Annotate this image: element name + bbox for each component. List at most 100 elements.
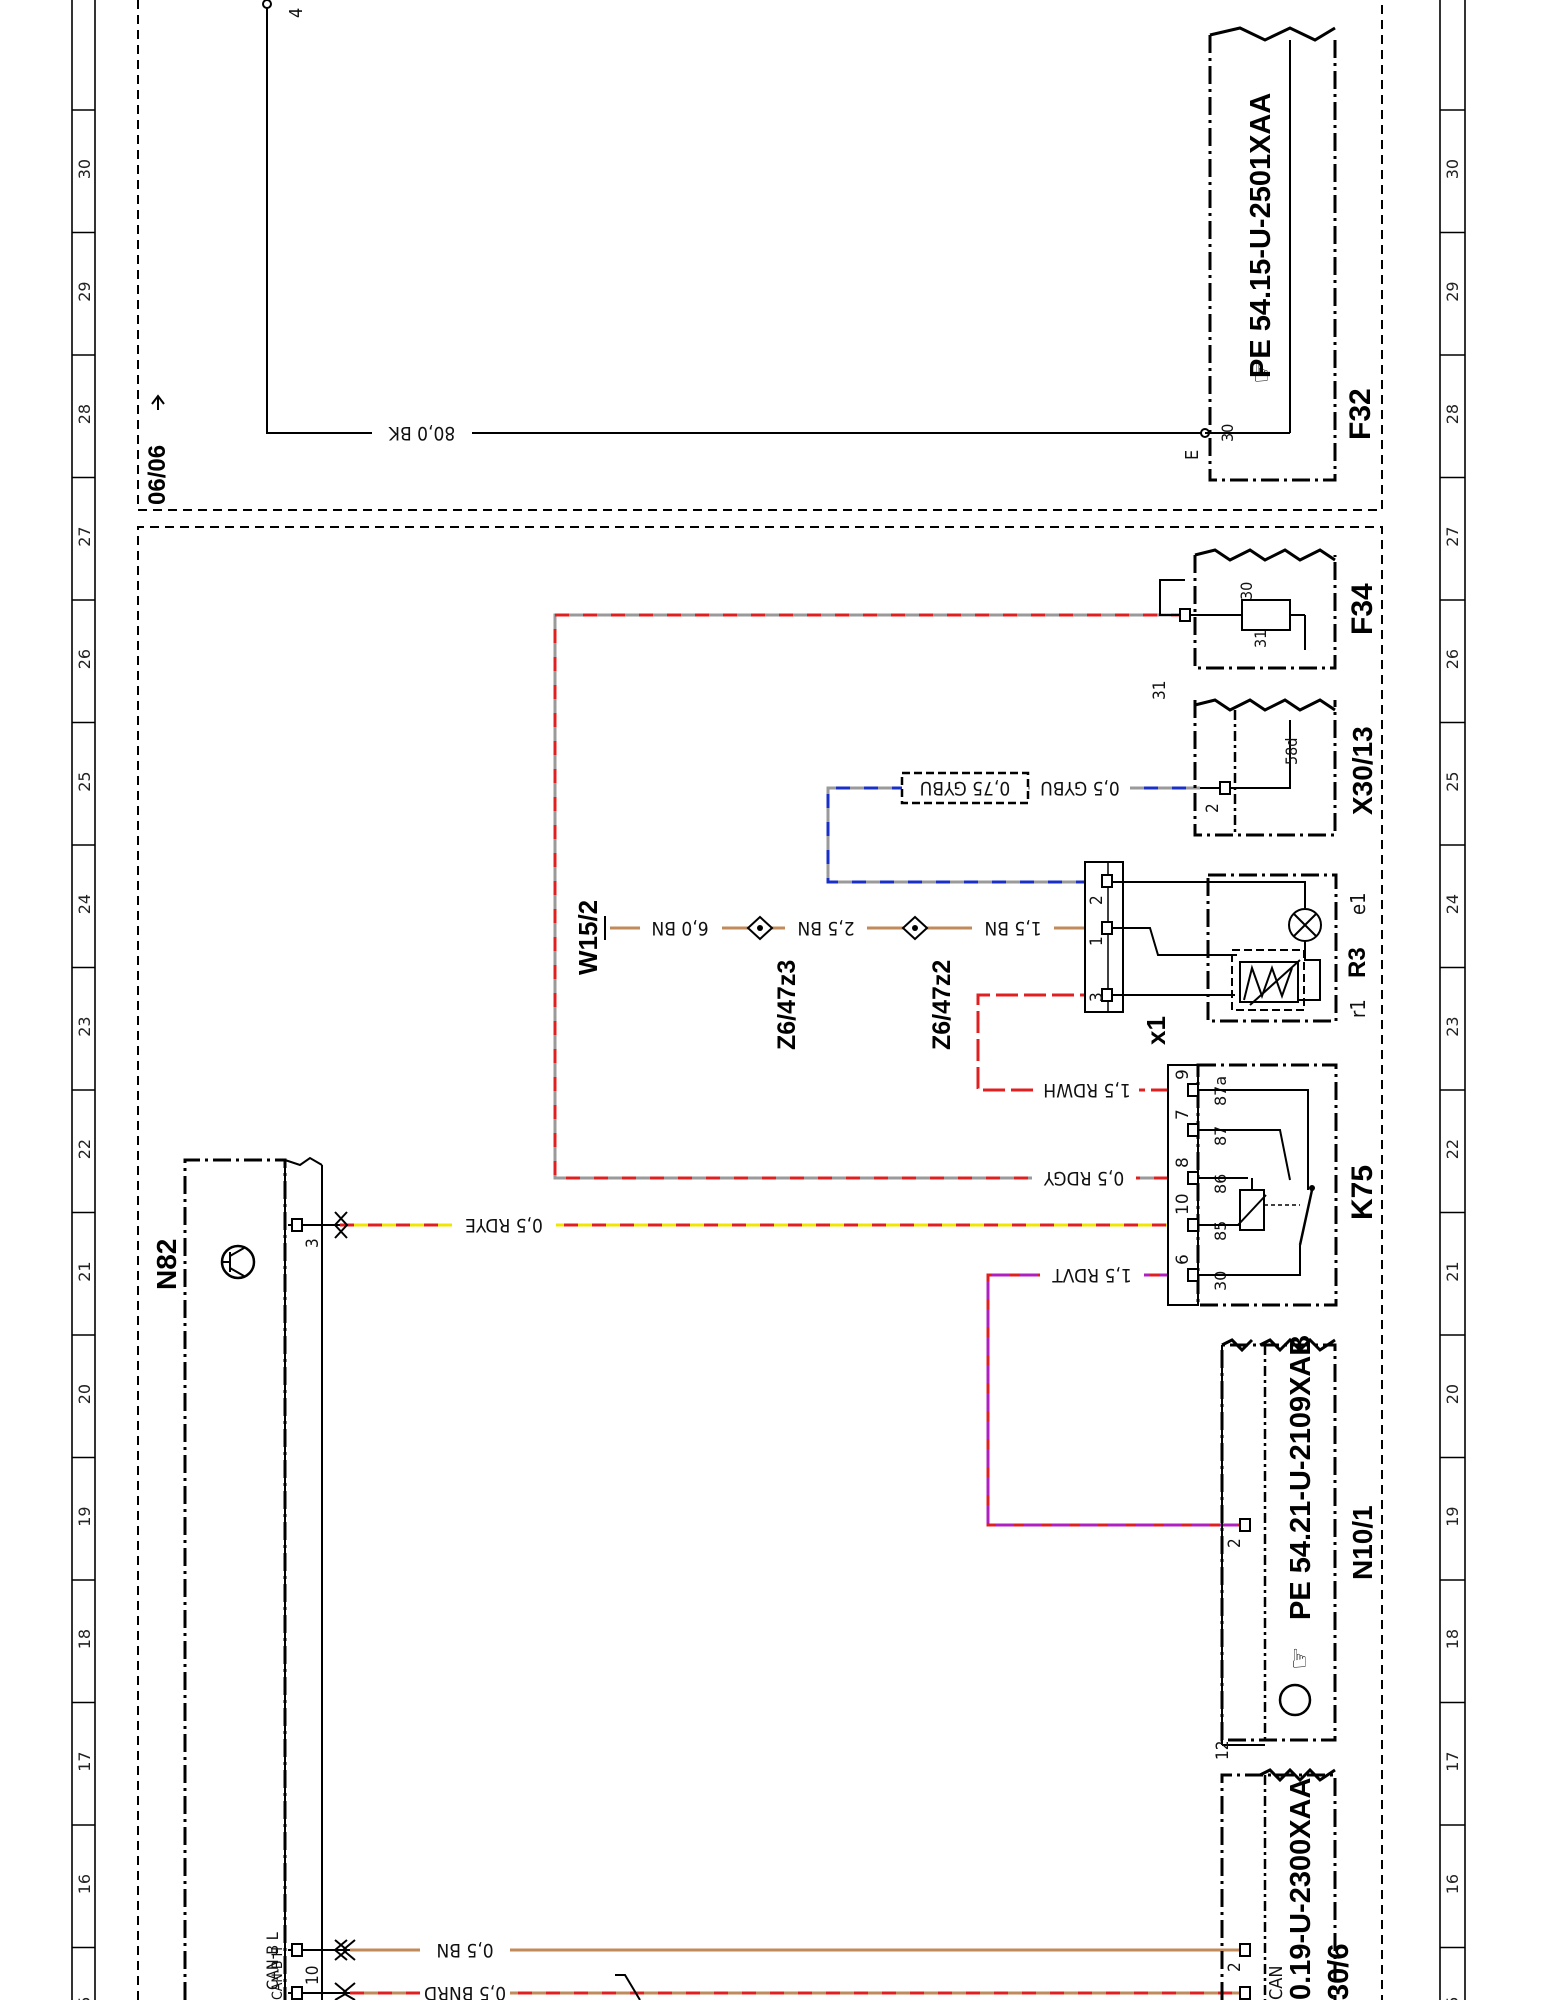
- x1-pin-2: 2: [1087, 895, 1107, 905]
- can-wires: 0,5 BN 0,5 BNRD: [350, 1939, 1240, 2000]
- module-n10-1: 2 12 PE 54.21-U-2109XAB ☞ N10/1: [1213, 1335, 1378, 1760]
- connector-x30-13: 2 58d X30/13: [1193, 698, 1378, 837]
- component-r3: R3 r1 e1: [1112, 873, 1371, 1023]
- n10-1-name: N10/1: [1347, 1505, 1378, 1580]
- x1-name: x1: [1141, 1016, 1171, 1045]
- x1-pin-1: 1: [1087, 936, 1107, 946]
- z6-47z2-name: Z6/47z2: [928, 960, 956, 1050]
- ground-wire-label: 80,0 BK: [388, 422, 455, 444]
- module-n82: 3 N82 CAN-B L 10 CAN-B H: [151, 1156, 356, 2000]
- row-number-label: 19: [1443, 1506, 1462, 1526]
- row-number-label: 27: [75, 526, 94, 546]
- can-h-label: 0,5 BNRD: [424, 1982, 506, 2000]
- date-marker-text: 06/06: [144, 445, 171, 505]
- w15-2-name: W15/2: [573, 900, 603, 975]
- wire-rdye-label: 0,5 RDYE: [465, 1214, 543, 1236]
- k75-pin-number: 6: [1173, 1254, 1193, 1265]
- row-number-label: 18: [1443, 1629, 1462, 1649]
- f34-terminal-31-outer: 31: [1150, 681, 1170, 700]
- f34-name: F34: [1346, 583, 1379, 635]
- n82-name: N82: [151, 1239, 182, 1290]
- n82-can-l-signal: CAN-B L: [263, 1932, 282, 1990]
- f32-name: F32: [1344, 388, 1377, 440]
- r3-e1-label: e1: [1346, 892, 1370, 915]
- row-number-label: 29: [75, 281, 94, 301]
- n30-6-reference: 0.19-U-2300XAA: [1285, 1778, 1317, 2000]
- row-number-label: 20: [75, 1384, 94, 1404]
- row-number-label: 17: [1443, 1751, 1462, 1771]
- row-tick-marks: [72, 109, 1465, 1949]
- k75-pin-number: 9: [1173, 1069, 1193, 1080]
- connector-gybu-label: 0,75 GYBU: [920, 777, 1010, 799]
- k75-name: K75: [1346, 1165, 1379, 1220]
- r3-name: R3: [1344, 947, 1371, 978]
- k75-terminal-label: 30: [1211, 1271, 1230, 1291]
- splice-z6-47z3: Z6/47z3: [746, 915, 801, 1050]
- row-number-label: 22: [75, 1139, 94, 1159]
- row-number-label: 25: [75, 771, 94, 791]
- module-n30-6: 2 CAN 0.19-U-2300XAA 30/6: [1220, 1767, 1355, 2000]
- n30-6-pin-2: 2: [1225, 1962, 1245, 1972]
- n30-6-can-signal: CAN: [1266, 1966, 1287, 2000]
- splice-z6-47z2: Z6/47z2: [901, 915, 956, 1050]
- top-pin-label: 4: [286, 8, 307, 18]
- row-number-label: 30: [75, 159, 94, 179]
- fuse-f34: 31 30 31 F34: [1150, 548, 1379, 700]
- row-number-label: 24: [75, 894, 94, 914]
- can-l-label: 0,5 BN: [436, 1939, 493, 1961]
- k75-pin-number: 10: [1173, 1193, 1193, 1215]
- connector-x1: 3 1 2 x1: [1084, 861, 1171, 1045]
- pointing-hand-icon: ☞: [1247, 361, 1277, 384]
- pointing-hand-icon: ☞: [1285, 1647, 1315, 1670]
- x30-13-name: X30/13: [1347, 726, 1378, 815]
- row-number-label: 23: [75, 1016, 94, 1036]
- k75-pin-number: 7: [1173, 1109, 1193, 1120]
- k75-pin-socket: [1187, 1123, 1199, 1137]
- row-number-label: 28: [75, 404, 94, 424]
- k75-pin-socket: [1187, 1218, 1199, 1232]
- n82-can-h-signal: CAN-B H: [270, 1947, 286, 2000]
- row-number-labels: 1515161617171818191920202121222223232424…: [75, 159, 1462, 2000]
- wire-rdvt-label: 1,5 RDVT: [1052, 1264, 1132, 1286]
- fuse-box-f32: E 30 PE 54.15-U-2501XAA ☞ F32: [1182, 26, 1377, 482]
- wire-w15-ground: 6,0 BN 2,5 BN 1,5 BN W15/2: [573, 900, 1088, 975]
- sheet-frame: [71, 0, 1466, 2000]
- row-number-label: 16: [1443, 1874, 1462, 1894]
- n30-6-lower-label: 30/6: [1323, 1944, 1355, 2000]
- z6-47z3-name: Z6/47z3: [773, 960, 801, 1050]
- wire-rdgy: 0,5 RDGY: [553, 613, 1188, 1189]
- f34-terminal-31: 31: [1251, 630, 1270, 648]
- transistor-icon: [1278, 1683, 1312, 1717]
- row-number-label: 26: [1443, 649, 1462, 669]
- f34-terminal-30: 30: [1237, 582, 1256, 600]
- n10-1-pin-12: 12: [1213, 1741, 1233, 1760]
- n10-1-pin-2: 2: [1225, 1538, 1245, 1548]
- wire-w15-label: 6,0 BN: [651, 917, 708, 939]
- f32-reference: PE 54.15-U-2501XAA: [1245, 93, 1277, 378]
- wire-z3-label: 2,5 BN: [797, 917, 854, 939]
- r3-r1-label: r1: [1346, 999, 1370, 1018]
- row-number-label: 24: [1443, 894, 1462, 914]
- k75-terminal-label: 86: [1211, 1174, 1230, 1194]
- row-number-label: 18: [75, 1629, 94, 1649]
- k75-pin-socket: [1187, 1083, 1199, 1097]
- wire-gybu-label: 0,5 GYBU: [1040, 777, 1120, 799]
- row-number-label: 27: [1443, 526, 1462, 546]
- row-number-label: 23: [1443, 1016, 1462, 1036]
- row-number-label: 20: [1443, 1384, 1462, 1404]
- n10-1-reference: PE 54.21-U-2109XAB: [1285, 1335, 1317, 1620]
- wire-rdwh: 1,5 RDWH: [976, 993, 1192, 1101]
- row-number-label: 30: [1443, 159, 1462, 179]
- f32-terminal-30: 30: [1218, 424, 1237, 442]
- row-number-label: 26: [75, 649, 94, 669]
- wire-rdwh-label: 1,5 RDWH: [1043, 1079, 1130, 1101]
- row-number-label: 25: [1443, 771, 1462, 791]
- wire-x1-bn-label: 1,5 BN: [984, 917, 1041, 939]
- row-number-label: 28: [1443, 404, 1462, 424]
- row-number-label: 22: [1443, 1139, 1462, 1159]
- section-boxes: [137, 0, 1383, 2000]
- k75-pin-socket: [1187, 1171, 1199, 1185]
- k75-pin-socket: [1187, 1268, 1199, 1282]
